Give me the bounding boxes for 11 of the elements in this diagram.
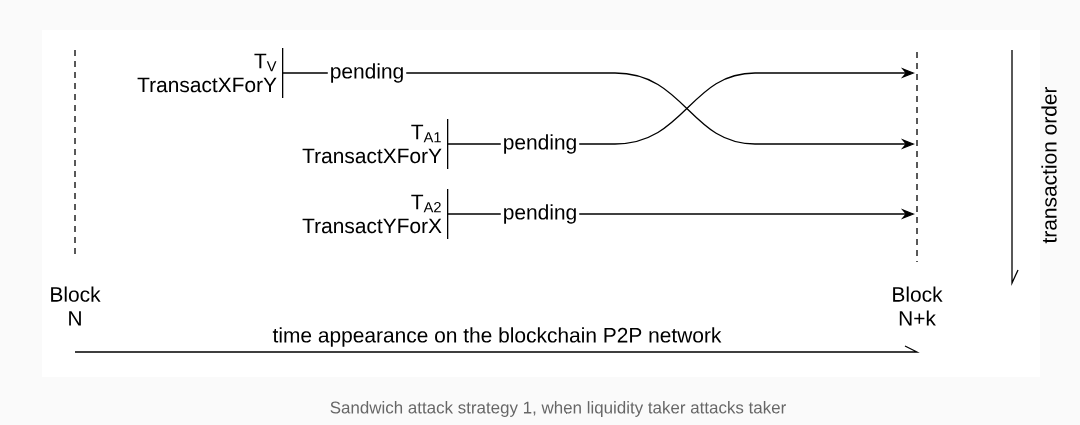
block-label: Block N+k — [893, 286, 943, 326]
edge-label: pending — [327, 61, 407, 85]
edge-label: pending — [500, 132, 580, 156]
axis-label: time appearance on the blockchain P2P network — [272, 327, 722, 347]
edge-label: pending — [500, 202, 580, 226]
transaction-label: T$_{V}$ TransactXForY — [137, 53, 277, 93]
axis-label: transaction order — [1041, 86, 1057, 244]
transaction-label: T$_{A1}$ TransactXForY — [302, 124, 442, 164]
transaction-label: T$_{A2}$ TransactYForX — [302, 194, 442, 234]
block-label: Block N — [51, 286, 101, 326]
caption: Sandwich attack strategy 1, when liquidity taker attacks taker — [330, 401, 786, 417]
